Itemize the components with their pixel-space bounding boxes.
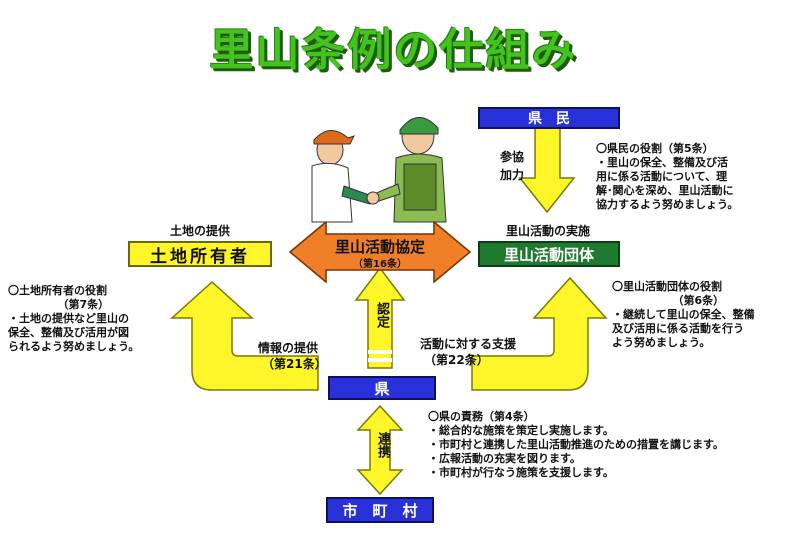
municipality-box: 市 町 村 bbox=[326, 497, 434, 523]
kenmin-box: 県 民 bbox=[478, 107, 620, 129]
renkei-arrow bbox=[356, 404, 404, 496]
info-provision-label: 情報の提供 bbox=[258, 341, 319, 355]
land-provision-label: 土地の提供 bbox=[170, 224, 231, 238]
agreement-label: 里山活動協定 bbox=[334, 238, 425, 256]
info-provision-article: （第21条） bbox=[262, 357, 327, 371]
support-label: 活動に対する支援 bbox=[420, 337, 517, 351]
participation-label-2: 加力 bbox=[500, 168, 525, 182]
participation-label-1: 参協 bbox=[500, 150, 525, 164]
certify-base-2 bbox=[368, 358, 392, 362]
activity-group-box: 里山活動団体 bbox=[478, 241, 620, 267]
activity-impl-label: 里山活動の実施 bbox=[506, 224, 591, 238]
handshake-illustration bbox=[311, 117, 447, 223]
support-curve-arrow bbox=[471, 276, 608, 391]
info-curve-arrow bbox=[170, 280, 319, 391]
landowner-box: 土地所有者 bbox=[128, 241, 272, 267]
landowner-role-note: 〇土地所有者の役割 （第7条） ・土地の提供など里山の 保全、整備及び活用が図 … bbox=[8, 284, 140, 353]
certify-base-1 bbox=[368, 350, 392, 354]
kenmin-role-note: 〇県民の役割（第5条） ・里山の保全、整備及び活 用に係る活動について、理 解･… bbox=[596, 142, 739, 211]
renkei-label: 連携 bbox=[375, 432, 390, 458]
agreement-article: （第16条） bbox=[353, 259, 407, 270]
agreement-arrow bbox=[288, 220, 472, 284]
participation-arrow bbox=[518, 126, 576, 214]
certify-label: 認定 bbox=[374, 302, 389, 328]
prefecture-duty-note: 〇県の責務（第4条） ・総合的な施策を策定し実施します。 ・市町村と連携した里山… bbox=[428, 410, 724, 479]
support-article: （第22条） bbox=[424, 353, 489, 367]
certify-arrow bbox=[354, 266, 406, 369]
page-title: 里山条例の仕組み bbox=[209, 25, 578, 76]
prefecture-box: 県 bbox=[328, 376, 436, 400]
activity-group-role-note: 〇里山活動団体の役割 （第6条） ・継続して里山の保全、整備 及び活用に係る活動… bbox=[612, 280, 755, 349]
